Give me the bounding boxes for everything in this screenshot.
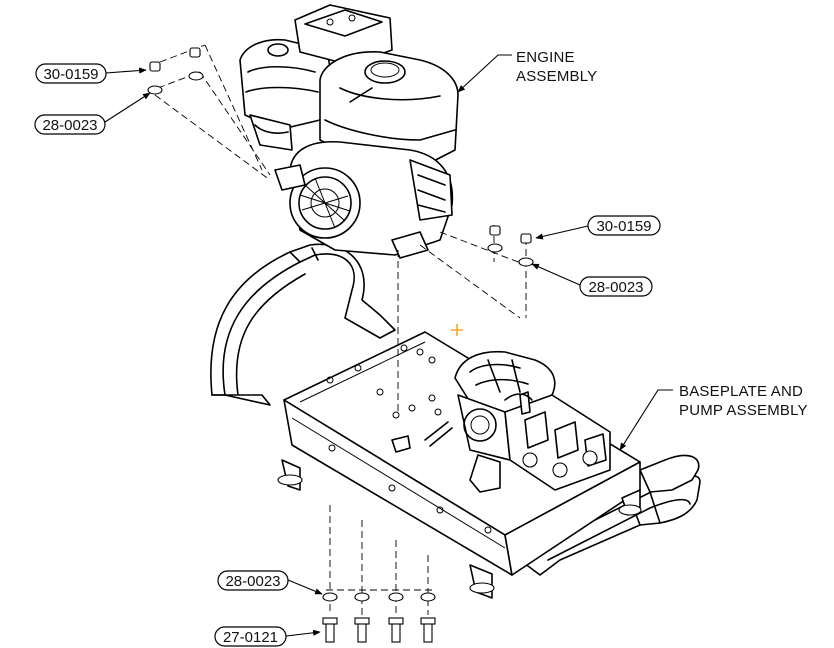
baseplate-label: BASEPLATE AND PUMP ASSEMBLY <box>679 383 808 419</box>
frame-handle <box>210 243 396 406</box>
callout-engine-washer: 28-0023 <box>34 114 106 135</box>
engine-label-line1: ENGINE <box>516 49 575 66</box>
callout-text: 27-0121 <box>223 629 278 646</box>
pump-assembly <box>454 350 611 493</box>
callout-engine-nut: 30-0159 <box>35 63 107 84</box>
crosshair-cursor-icon <box>451 324 463 336</box>
engine-label-line2: ASSEMBLY <box>516 68 597 85</box>
callout-text: 28-0023 <box>225 573 280 590</box>
callout-text: 30-0159 <box>596 218 651 235</box>
engine-mount-hardware <box>147 47 204 95</box>
base-label-line1: BASEPLATE AND <box>679 383 803 400</box>
callout-right-nut: 30-0159 <box>587 215 661 236</box>
frame-tube-right <box>519 454 701 576</box>
callout-text: 28-0023 <box>588 279 643 296</box>
bottom-bolts <box>322 617 436 643</box>
right-mount-hardware <box>487 225 534 267</box>
engine-assembly-label: ENGINE ASSEMBLY <box>516 49 597 85</box>
leader-lines <box>104 54 673 637</box>
callout-bottom-washer: 28-0023 <box>217 570 289 591</box>
base-label-line2: PUMP ASSEMBLY <box>679 402 808 419</box>
callout-bottom-bolt: 27-0121 <box>214 626 287 647</box>
callout-right-washer: 28-0023 <box>579 276 653 297</box>
callout-text: 30-0159 <box>43 66 98 83</box>
callout-text: 28-0023 <box>42 117 97 134</box>
bottom-washers <box>322 592 436 602</box>
engine-assembly <box>239 4 459 259</box>
